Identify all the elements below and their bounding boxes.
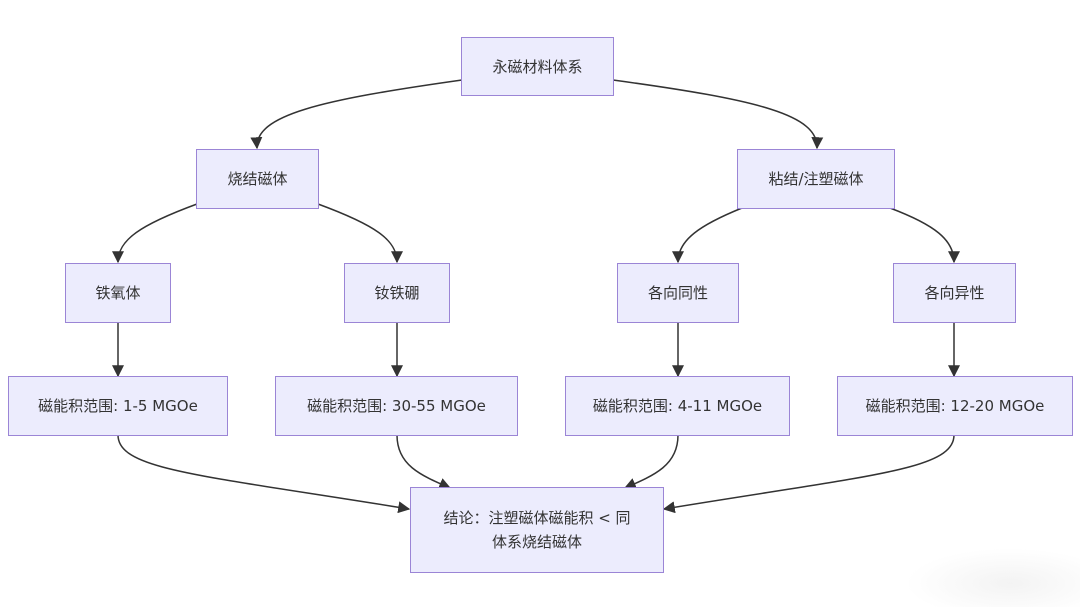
node-range-ndfeb: 磁能积范围: 30-55 MGOe xyxy=(275,376,518,436)
node-bonded-label: 粘结/注塑磁体 xyxy=(768,170,864,188)
node-anisotropic-label: 各向异性 xyxy=(924,284,985,302)
node-sintered: 烧结磁体 xyxy=(196,149,319,209)
edge-bonded-to-anisotropic xyxy=(889,207,960,264)
node-root: 永磁材料体系 xyxy=(461,37,614,96)
edge-sintered-to-ferrite xyxy=(112,203,198,264)
node-root-label: 永磁材料体系 xyxy=(492,57,583,76)
node-sintered-label: 烧结磁体 xyxy=(227,170,288,188)
edge-root-to-bonded xyxy=(612,79,824,150)
node-range-ferrite-label: 磁能积范围: 1-5 MGOe xyxy=(38,397,198,415)
edge-root-to-sintered xyxy=(250,79,463,150)
node-isotropic-label: 各向同性 xyxy=(647,284,708,302)
edge-sintered-to-ndfeb xyxy=(317,203,403,264)
node-range-ndfeb-label: 磁能积范围: 30-55 MGOe xyxy=(307,397,486,415)
node-range-isotropic-label: 磁能积范围: 4-11 MGOe xyxy=(592,397,763,415)
node-conclusion-label-line1: 结论：注塑磁体磁能积 < 同 xyxy=(443,509,631,527)
edge-bonded-to-isotropic xyxy=(672,207,743,264)
node-ndfeb-label: 钕铁硼 xyxy=(374,284,420,302)
node-conclusion: 结论：注塑磁体磁能积 < 同 体系烧结磁体 xyxy=(410,487,664,573)
edge-range-ndfeb-to-conclusion xyxy=(396,434,452,490)
edge-range-ferrite-to-conclusion xyxy=(117,434,411,514)
edge-range-isotropic-to-conclusion xyxy=(623,434,679,490)
node-range-isotropic: 磁能积范围: 4-11 MGOe xyxy=(565,376,790,436)
node-anisotropic: 各向异性 xyxy=(893,263,1016,323)
node-range-ferrite: 磁能积范围: 1-5 MGOe xyxy=(8,376,228,436)
node-ndfeb: 钕铁硼 xyxy=(344,263,450,323)
node-range-anisotropic-label: 磁能积范围: 12-20 MGOe xyxy=(865,397,1045,415)
background-smudge xyxy=(905,548,1080,607)
node-conclusion-label-line2: 体系烧结磁体 xyxy=(491,533,582,551)
node-ferrite: 铁氧体 xyxy=(65,263,171,323)
node-bonded: 粘结/注塑磁体 xyxy=(737,149,895,209)
edge-range-anisotropic-to-conclusion xyxy=(662,434,955,514)
node-ferrite-label: 铁氧体 xyxy=(95,284,141,302)
node-range-anisotropic: 磁能积范围: 12-20 MGOe xyxy=(837,376,1073,436)
node-isotropic: 各向同性 xyxy=(617,263,739,323)
